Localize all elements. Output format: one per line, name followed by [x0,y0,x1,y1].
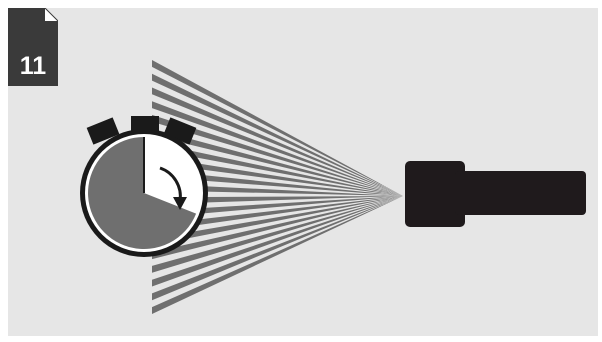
stopwatch-icon [80,116,208,257]
beam-stripe [152,142,403,196]
flashlight-icon [405,161,586,227]
stopwatch-crown-right [163,117,197,145]
flashlight-head [405,161,465,227]
beam-stripe [152,196,403,273]
beam-stripe [152,196,403,301]
beam-stripe [152,128,403,196]
stopwatch-elapsed-sector [88,137,197,249]
beam-stripe [152,196,403,218]
stopwatch-crown-center [131,116,159,133]
beam-stripe [152,196,403,205]
beam-stripe [152,196,403,287]
clockwise-arrow-icon [159,166,187,210]
beam-stripe [152,196,403,246]
beam-stripe [152,101,403,196]
light-beam-icon [152,60,403,314]
stopwatch-crown-left [86,117,120,145]
document-page-icon [8,7,59,86]
beam-stripe [152,156,403,196]
beam-stripe [152,60,403,196]
flashlight-body [455,171,586,215]
beam-stripe [152,114,403,196]
beam-stripe [152,169,403,196]
step-number-badge: 11 [8,7,59,86]
beam-stripe [152,87,403,196]
beam-stripe [152,196,403,314]
beam-stripe [152,196,403,232]
beam-stripe [152,183,403,196]
beam-stripe [152,73,403,196]
step-number: 11 [19,52,47,80]
beam-stripe [152,196,403,260]
